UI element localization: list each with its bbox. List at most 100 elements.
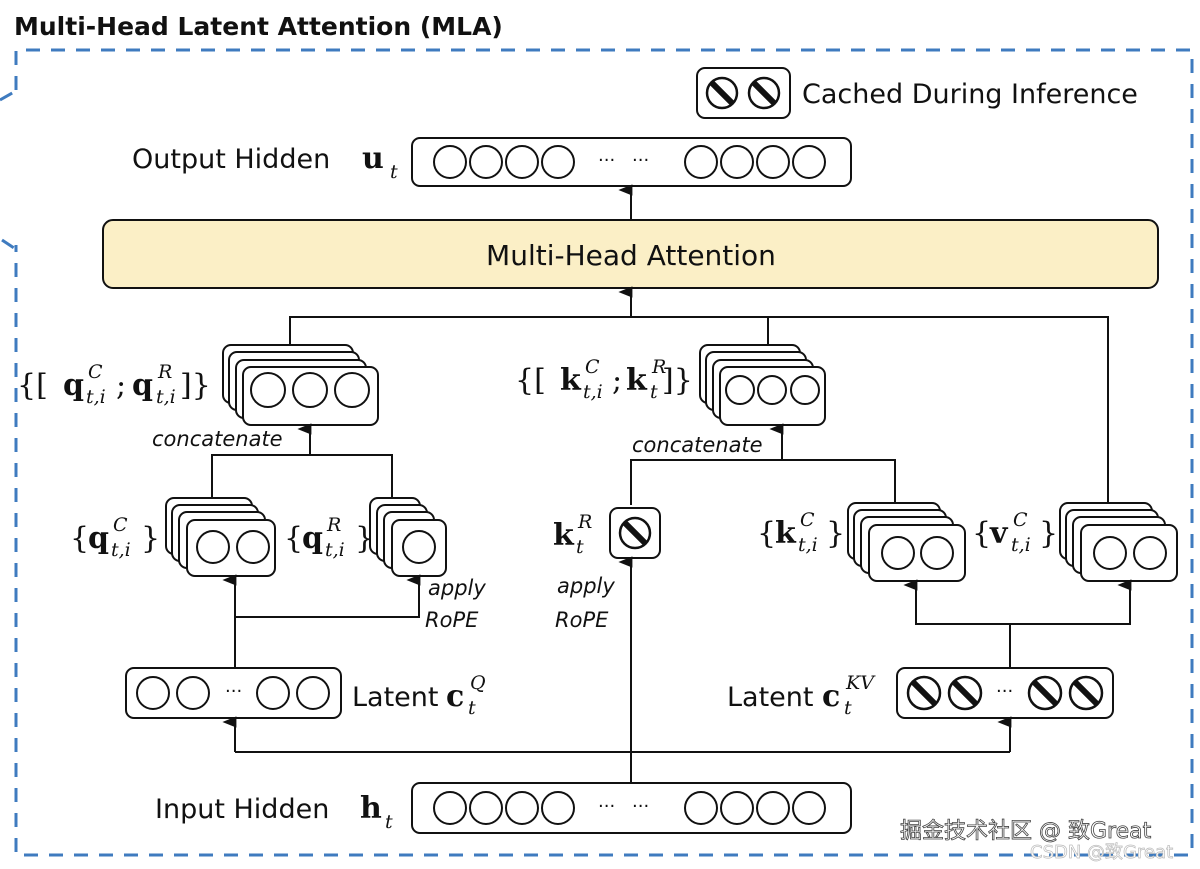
svg-text:c: c — [446, 679, 464, 714]
svg-text:t,i: t,i — [798, 534, 818, 556]
k-compressed-stack — [847, 502, 966, 582]
svg-text:R: R — [651, 356, 666, 378]
boundary-fragment — [0, 90, 15, 102]
svg-text:;: ; — [612, 363, 622, 398]
svg-text:}: } — [141, 521, 160, 556]
svg-text:}: } — [355, 521, 374, 556]
svg-text:c: c — [822, 679, 840, 714]
svg-text:KV: KV — [845, 672, 876, 694]
svg-text:k: k — [775, 516, 797, 551]
svg-text:{: { — [757, 516, 776, 551]
k-compressed-label: { k C t,i } — [757, 509, 845, 556]
svg-text:h: h — [360, 791, 382, 826]
k-rope-box — [609, 507, 661, 559]
svg-text:{: { — [70, 521, 89, 556]
output-hidden-symbol: u — [362, 141, 384, 176]
attention-label: Multi-Head Attention — [486, 239, 776, 272]
q-compressed-label: { q C t,i } — [70, 514, 160, 561]
latent-q-label: Latent — [352, 682, 438, 713]
svg-text:t,i: t,i — [111, 539, 131, 561]
v-compressed-stack — [1059, 502, 1178, 582]
svg-text:q: q — [302, 521, 323, 556]
latent-kv: Latent c KV t ··· — [727, 667, 1114, 719]
output-hidden-label: Output Hidden — [132, 144, 330, 175]
arrow-latentkv-to-kc — [903, 579, 1011, 668]
svg-text:k: k — [553, 518, 575, 553]
svg-text:C: C — [113, 514, 128, 536]
legend: Cached During Inference — [696, 67, 1138, 119]
input-hidden-label: Input Hidden — [155, 794, 329, 825]
svg-text:R: R — [577, 511, 592, 533]
k-concat-bus — [630, 459, 896, 505]
multi-head-attention-block: Multi-Head Attention — [102, 219, 1159, 289]
output-neurons — [433, 145, 826, 179]
svg-text:{: { — [972, 516, 991, 551]
svg-text:}: } — [1039, 516, 1058, 551]
svg-text:R: R — [326, 514, 341, 536]
svg-text:···: ··· — [996, 681, 1013, 702]
svg-text:]}: ]} — [180, 368, 211, 403]
key-concat-stack — [699, 344, 826, 426]
svg-text:k: k — [626, 363, 648, 398]
q-rope-annotation: RoPE — [425, 608, 479, 632]
ellipsis: ··· — [598, 150, 615, 171]
output-hidden: Output Hidden u t ··· ··· — [132, 137, 852, 187]
svg-text:q: q — [88, 521, 109, 556]
svg-text:t: t — [650, 381, 658, 403]
svg-text:t: t — [844, 697, 852, 719]
svg-text:t,i: t,i — [583, 381, 603, 403]
attention-input-bus — [289, 316, 1109, 505]
svg-text:C: C — [800, 509, 815, 531]
hatched-circle-icon — [618, 516, 652, 550]
mla-boundary — [14, 48, 1194, 857]
q-rope-label: { q R t,i } — [284, 514, 374, 561]
svg-text:···: ··· — [598, 796, 615, 817]
q-rope-stack — [369, 497, 447, 577]
q-concat-bus — [211, 454, 393, 500]
svg-text:k: k — [560, 363, 582, 398]
key-concat-label: {[ k C t,i ; k R t ]} — [515, 356, 693, 403]
svg-text:···: ··· — [225, 681, 242, 702]
svg-text:{[: {[ — [515, 363, 546, 398]
svg-text:t,i: t,i — [156, 386, 176, 408]
arrow-latentq-to-qr — [235, 574, 421, 618]
svg-text:{[: {[ — [17, 368, 48, 403]
svg-text:C: C — [88, 361, 103, 383]
q-compressed-stack — [165, 497, 276, 577]
svg-text:t: t — [468, 697, 476, 719]
hatched-circle-icon — [705, 76, 781, 110]
svg-text:···: ··· — [632, 796, 649, 817]
svg-text:t,i: t,i — [325, 539, 345, 561]
query-concat-label: {[ q C t,i ; q R t,i ]} — [17, 361, 211, 408]
input-hidden: Input Hidden h t ··· ··· — [155, 782, 852, 834]
hatched-circle-icon — [906, 675, 1104, 711]
svg-text:t,i: t,i — [1011, 534, 1031, 556]
svg-text:{: { — [284, 521, 303, 556]
v-compressed-label: { v C t,i } — [972, 509, 1058, 556]
svg-text:;: ; — [116, 368, 126, 403]
k-rope-annotation: RoPE — [555, 608, 609, 632]
k-apply-label: apply — [557, 574, 615, 598]
svg-text:v: v — [989, 516, 1009, 551]
watermark-juejin: 掘金技术社区 @ 致Great — [900, 819, 1152, 844]
svg-text:q: q — [132, 368, 153, 403]
svg-text:t,i: t,i — [86, 386, 106, 408]
k-rope-label: k R t — [553, 511, 592, 558]
diagram-title: Multi-Head Latent Attention (MLA) — [14, 12, 503, 41]
concatenate-k-label: concatenate — [632, 433, 763, 457]
ellipsis: ··· — [632, 150, 649, 171]
svg-text:}: } — [826, 516, 845, 551]
output-hidden-subscript: t — [390, 161, 398, 183]
legend-label: Cached During Inference — [802, 79, 1138, 110]
boundary-fragment — [1, 238, 15, 250]
q-apply-label: apply — [428, 576, 486, 600]
query-concat-stack — [222, 344, 379, 426]
svg-text:t: t — [576, 536, 584, 558]
svg-text:C: C — [1013, 509, 1028, 531]
concatenate-q-label: concatenate — [152, 427, 283, 451]
svg-text:t: t — [385, 811, 393, 833]
svg-text:q: q — [63, 368, 84, 403]
svg-text:]}: ]} — [662, 363, 693, 398]
arrow-latentkv-to-vc — [1010, 579, 1132, 625]
